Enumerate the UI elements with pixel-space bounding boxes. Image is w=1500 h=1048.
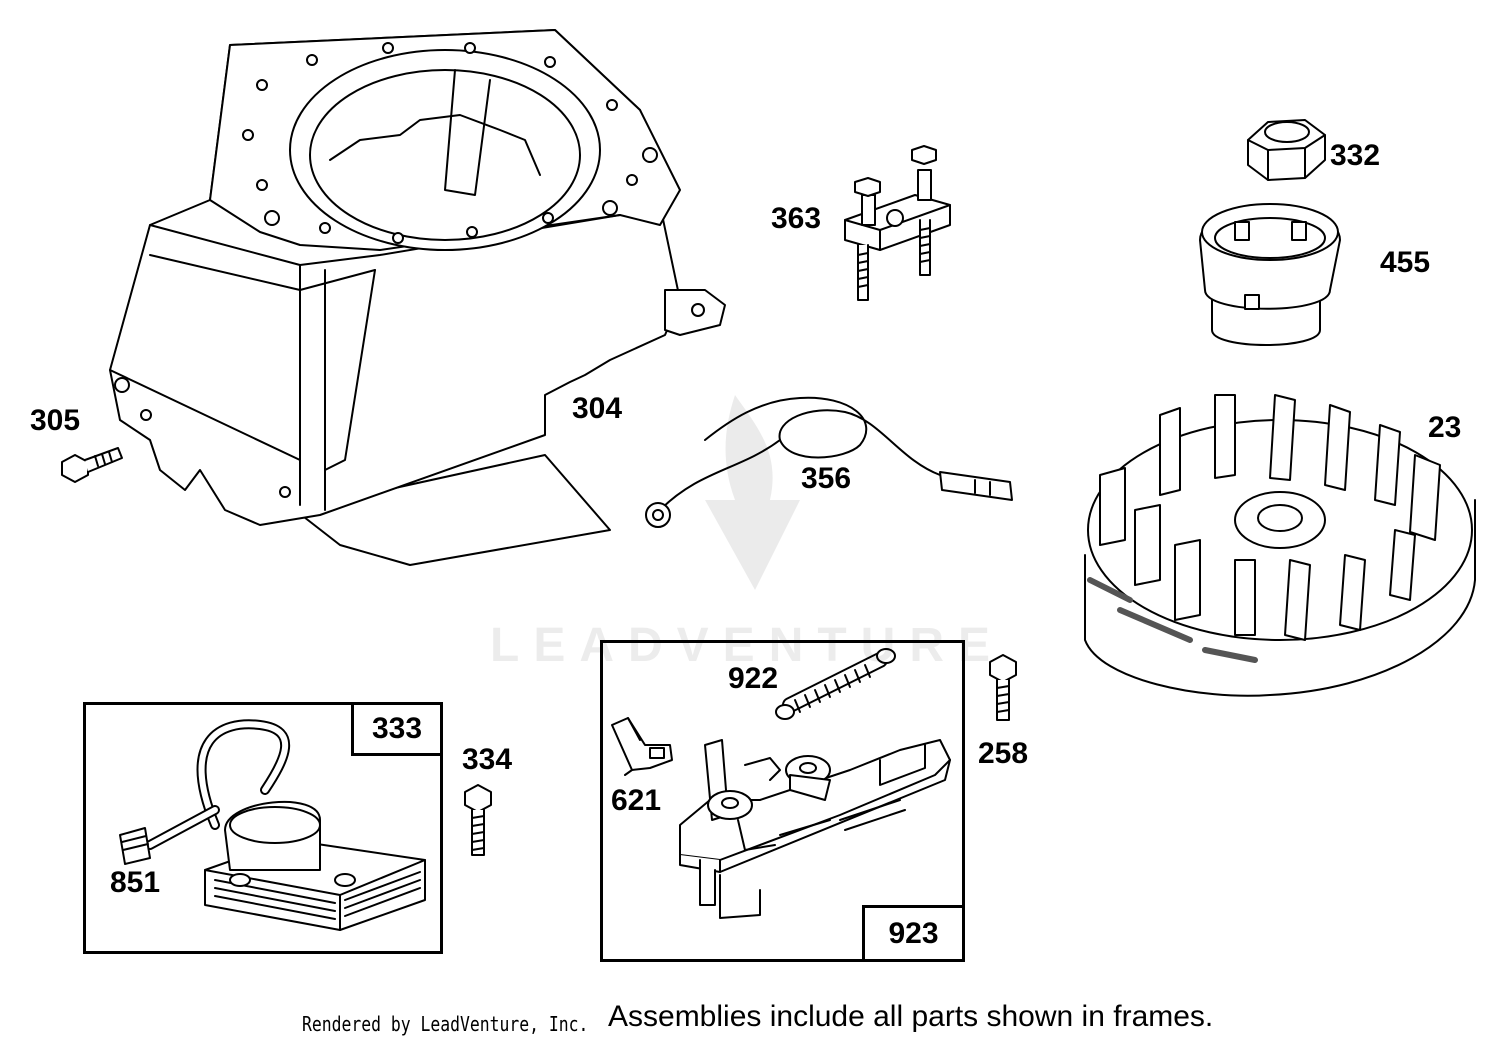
callout-922[interactable]: 922 xyxy=(728,662,779,695)
callout-305[interactable]: 305 xyxy=(30,404,81,437)
control-bracket-drawing xyxy=(679,739,951,919)
watermark-logo xyxy=(705,395,800,590)
ground-wire-drawing xyxy=(645,396,1013,528)
frame-label-923[interactable]: 923 xyxy=(862,905,965,962)
callout-332[interactable]: 332 xyxy=(1330,139,1381,172)
starter-cup-drawing xyxy=(1199,203,1341,346)
callout-851[interactable]: 851 xyxy=(110,866,161,899)
callout-621[interactable]: 621 xyxy=(611,784,662,817)
flywheel-drawing xyxy=(1084,394,1476,697)
screw-334-drawing xyxy=(464,784,492,856)
flywheel-nut-drawing xyxy=(1247,119,1326,181)
callout-356[interactable]: 356 xyxy=(801,462,852,495)
callout-23[interactable]: 23 xyxy=(1428,411,1462,444)
link-clip-drawing xyxy=(611,717,673,776)
callout-258[interactable]: 258 xyxy=(978,737,1029,770)
terminal-bracket-drawing xyxy=(844,145,951,301)
screw-305-drawing xyxy=(61,447,123,483)
callout-455[interactable]: 455 xyxy=(1380,246,1431,279)
blower-housing-drawing xyxy=(109,29,726,566)
screw-258-drawing xyxy=(989,654,1017,721)
callout-363[interactable]: 363 xyxy=(771,202,822,235)
watermark-text: LEADVENTURE xyxy=(490,619,1005,672)
control-bracket-assembly-frame xyxy=(600,640,965,962)
armature-assembly-frame xyxy=(83,702,443,954)
armature-drawing xyxy=(119,719,426,931)
footer-note: Assemblies include all parts shown in fr… xyxy=(608,1000,1214,1033)
governor-spring-drawing xyxy=(775,648,896,720)
callout-334[interactable]: 334 xyxy=(462,743,513,776)
footer-credit: Rendered by LeadVenture, Inc. xyxy=(302,1012,589,1036)
frame-label-333[interactable]: 333 xyxy=(351,702,443,756)
callout-304[interactable]: 304 xyxy=(572,392,623,425)
